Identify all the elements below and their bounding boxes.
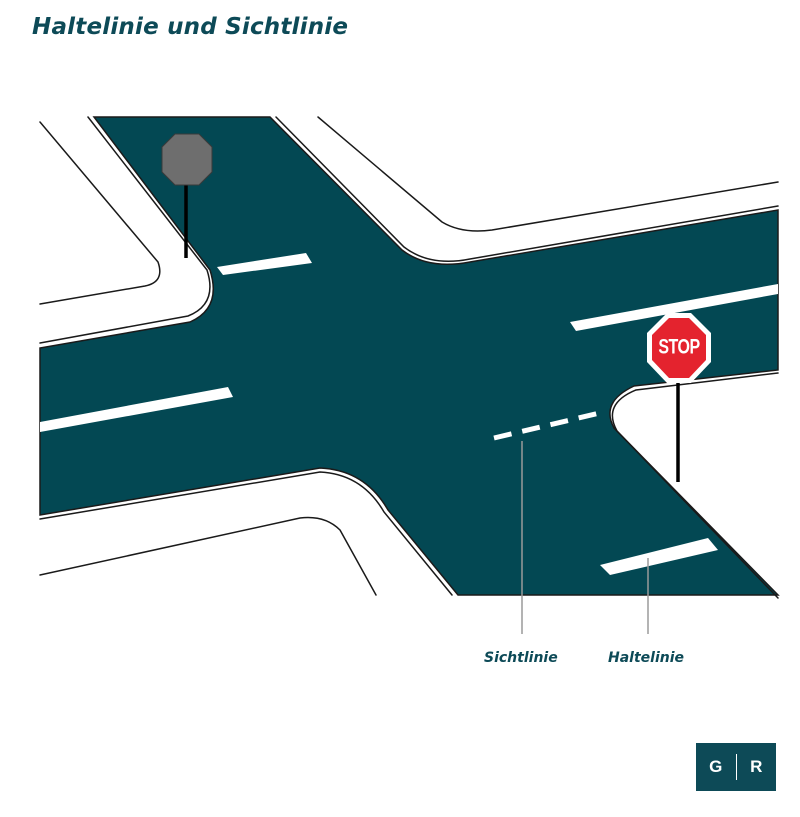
logo-letter-g: G bbox=[709, 757, 723, 776]
stop-sign-text: STOP bbox=[658, 336, 700, 359]
sichtlinie-label: Sichtlinie bbox=[484, 650, 558, 666]
haltelinie-label: Haltelinie bbox=[608, 650, 685, 666]
road-surface bbox=[39, 116, 780, 596]
se-curb-line bbox=[611, 372, 779, 599]
logo-divider bbox=[735, 754, 737, 780]
gr-logo: G R bbox=[696, 743, 776, 791]
octagon-sign-back-icon bbox=[161, 133, 213, 258]
sw-sidewalk-outline bbox=[39, 516, 377, 596]
haltelinie-marking bbox=[600, 538, 718, 575]
sichtlinie-dashed-line bbox=[493, 409, 605, 441]
nw-sidewalk-outline bbox=[39, 121, 161, 305]
lane-marking-east bbox=[570, 284, 778, 331]
lane-marking-west bbox=[40, 387, 233, 432]
octagon-stop-sign-icon bbox=[647, 313, 711, 482]
lane-marking-north bbox=[217, 253, 312, 275]
ne-curb-line bbox=[275, 116, 779, 262]
nw-curb-line bbox=[39, 116, 211, 344]
ne-sidewalk-outline bbox=[317, 116, 779, 232]
page-title: Haltelinie und Sichtlinie bbox=[32, 14, 349, 40]
lane-markings bbox=[40, 253, 778, 575]
sw-curb-line bbox=[39, 471, 453, 596]
sidewalk-edges bbox=[39, 116, 779, 599]
logo-letter-r: R bbox=[750, 757, 763, 776]
